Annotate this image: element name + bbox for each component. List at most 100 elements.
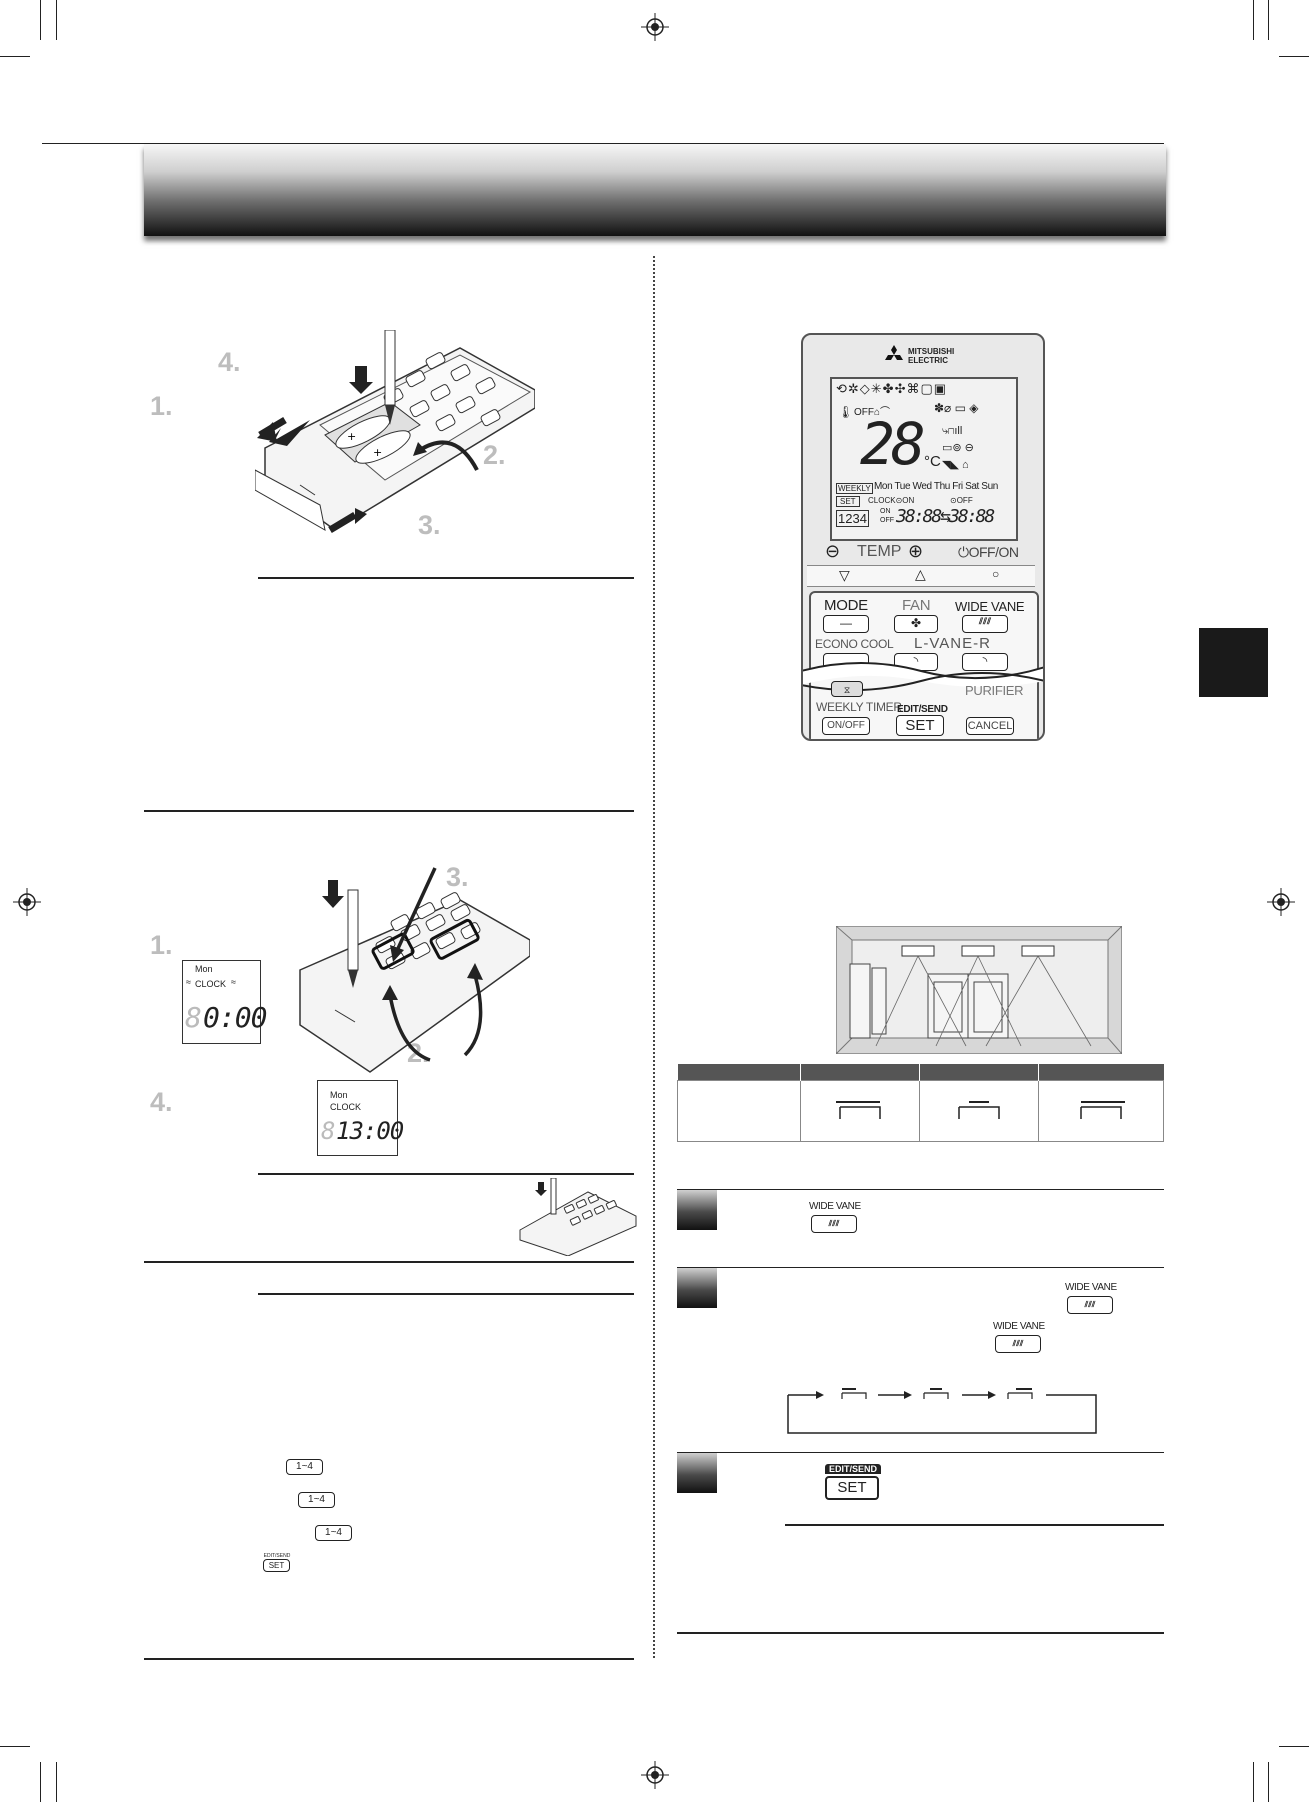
vane-position-table bbox=[677, 1064, 1164, 1142]
mitsubishi-logo-icon bbox=[885, 345, 903, 360]
section-rule bbox=[144, 810, 634, 812]
set-button-top-label: EDIT/SEND bbox=[263, 1553, 291, 1559]
weekday-row: Mon Tue Wed Thu Fri Sat Sun bbox=[874, 481, 998, 492]
step-1-box bbox=[677, 1190, 717, 1230]
edit-send-label: EDIT/SEND bbox=[897, 704, 948, 715]
step-3-box bbox=[677, 1453, 717, 1493]
wide-vane-icon: ⫽⫽⫽ bbox=[978, 616, 992, 626]
lcd-time: 13:00 bbox=[336, 1117, 404, 1145]
temperature-digits: 28 bbox=[860, 410, 926, 478]
lcd-clock-label: CLOCK bbox=[195, 979, 227, 989]
clock-display-set: Mon CLOCK 8 13:00 bbox=[317, 1080, 404, 1156]
program-button-1-4[interactable]: 1~4 bbox=[315, 1525, 352, 1541]
chapter-tab bbox=[1199, 628, 1268, 697]
battery-installation-illustration: + + bbox=[255, 330, 535, 534]
vane-icon: ◝ bbox=[982, 654, 988, 668]
status-icons-right: ✽⌀ ▭ ◈ bbox=[934, 401, 979, 415]
lcd-day: Mon bbox=[330, 1090, 348, 1100]
edit-send-inline-button[interactable]: EDIT/SEND SET bbox=[825, 1464, 881, 1504]
column-divider bbox=[653, 256, 655, 1658]
set-button-label: SET bbox=[263, 1559, 290, 1572]
crop-mark bbox=[40, 0, 41, 40]
lcd-day: Mon bbox=[195, 964, 213, 974]
crop-mark bbox=[1279, 56, 1309, 57]
weekly-on-off-button[interactable]: ON/OFF bbox=[822, 717, 870, 735]
temp-minus-icon[interactable]: ⊖ bbox=[825, 541, 841, 561]
note-rule bbox=[258, 1173, 634, 1175]
table-header-cell bbox=[677, 1064, 801, 1081]
step-number: 1. bbox=[150, 391, 173, 421]
crop-mark bbox=[1268, 0, 1269, 40]
set-button-small[interactable]: EDIT/SEND SET bbox=[263, 1553, 291, 1573]
wide-vane-label: WIDE VANE bbox=[955, 599, 1025, 614]
note-rule bbox=[258, 1293, 634, 1295]
brand-line1: MITSUBISHI bbox=[908, 347, 955, 356]
vane-cycle-diagram bbox=[787, 1388, 1097, 1434]
wide-vane-inline-button[interactable]: WIDE VANE ⫽⫽⫽ bbox=[809, 1201, 863, 1235]
purifier-button[interactable]: ◝ bbox=[962, 653, 1008, 671]
lcd-program-numbers: 1234 bbox=[836, 510, 869, 527]
set-button[interactable]: SET bbox=[896, 715, 944, 736]
crop-mark bbox=[1279, 1746, 1309, 1747]
temperature-unit: °C bbox=[924, 453, 941, 470]
lvane-label: L-VANE-R bbox=[914, 635, 991, 652]
lcd-lead-digit: 8 bbox=[185, 1001, 202, 1034]
weekly-timer-label: WEEKLY TIMER bbox=[816, 700, 902, 714]
thermometer-icon: 🌡 bbox=[838, 405, 854, 419]
section-header-bar bbox=[144, 144, 1166, 236]
up-triangle-icon[interactable]: △ bbox=[915, 566, 926, 582]
brand-name: MITSUBISHI ELECTRIC bbox=[908, 347, 954, 365]
registration-mark-icon bbox=[13, 888, 41, 916]
off-on-label[interactable]: ⏻OFF/ON bbox=[958, 544, 1019, 560]
edit-send-inline-label: EDIT/SEND bbox=[825, 1464, 881, 1474]
step-rule bbox=[677, 1267, 1164, 1268]
registration-mark-icon bbox=[641, 13, 669, 41]
temp-label: TEMP bbox=[857, 543, 902, 560]
power-circle-icon[interactable]: ○ bbox=[992, 567, 1000, 581]
status-icons-left: OFF⌂⌒ bbox=[854, 407, 891, 418]
lcd-lead-digit: 8 bbox=[321, 1117, 335, 1145]
table-cell bbox=[799, 1080, 921, 1142]
crop-mark bbox=[1253, 0, 1254, 40]
vane-icons: ⤷⊓ıll▭⊚ ⊖◥◣ ⌂ bbox=[942, 425, 974, 471]
section-rule bbox=[144, 1658, 634, 1660]
lcd-set-badge: SET bbox=[836, 496, 860, 507]
remote-lcd: ⟲✲◇✳✤✣⌘▢▣ 🌡 OFF⌂⌒ ✽⌀ ▭ ◈ 28 °C ⤷⊓ıll▭⊚ ⊖… bbox=[830, 377, 1018, 541]
lcd-timer-digits: 38:88⇆38:88 bbox=[896, 506, 995, 527]
wide-vane-inline-button[interactable]: WIDE VANE ⫽⫽⫽ bbox=[993, 1321, 1047, 1355]
blink-marks: ≈ bbox=[231, 977, 236, 987]
table-header-cell bbox=[919, 1064, 1040, 1081]
table-cell bbox=[919, 1080, 1040, 1142]
step-2-box bbox=[677, 1268, 717, 1308]
mode-icons-row: ⟲✲◇✳✤✣⌘▢▣ bbox=[836, 381, 948, 396]
set-inline-key: SET bbox=[825, 1476, 879, 1500]
down-triangle-icon[interactable]: ▽ bbox=[839, 567, 850, 583]
wide-vane-inline-key: ⫽⫽⫽ bbox=[811, 1215, 857, 1233]
table-header-cell bbox=[800, 1064, 921, 1081]
lcd-off: ⊙OFF bbox=[950, 496, 973, 505]
room-airflow-diagram bbox=[836, 926, 1122, 1054]
table-cell bbox=[677, 1080, 801, 1142]
wide-vane-inline-button[interactable]: WIDE VANE ⫽⫽⫽ bbox=[1065, 1282, 1119, 1316]
wide-vane-inline-label: WIDE VANE bbox=[993, 1321, 1045, 1332]
table-header-cell bbox=[1038, 1064, 1164, 1081]
vane-center-icon bbox=[958, 1100, 1000, 1119]
wide-vane-button[interactable]: ⫽⫽⫽ bbox=[962, 615, 1008, 633]
program-button-1-4[interactable]: 1~4 bbox=[298, 1492, 335, 1508]
temp-plus-icon[interactable]: ⊕ bbox=[908, 541, 924, 561]
section-rule bbox=[144, 1261, 634, 1263]
weekly-badge: WEEKLY bbox=[836, 483, 873, 494]
mode-button[interactable]: — bbox=[823, 615, 869, 633]
crop-mark bbox=[56, 0, 57, 40]
fan-button[interactable]: ✤ bbox=[894, 615, 938, 633]
step-number: 2. bbox=[483, 440, 506, 470]
crop-mark bbox=[1253, 1762, 1254, 1802]
svg-text:+: + bbox=[373, 446, 382, 459]
hidden-button[interactable]: ⧖ bbox=[831, 681, 863, 697]
cancel-button[interactable]: CANCEL bbox=[966, 717, 1014, 735]
top-rule bbox=[42, 143, 1164, 144]
blink-marks: ≈ bbox=[186, 977, 191, 987]
program-button-1-4[interactable]: 1~4 bbox=[286, 1459, 323, 1475]
mode-dash-icon: — bbox=[840, 616, 852, 630]
wide-vane-icon: ⫽⫽⫽ bbox=[828, 1219, 840, 1228]
